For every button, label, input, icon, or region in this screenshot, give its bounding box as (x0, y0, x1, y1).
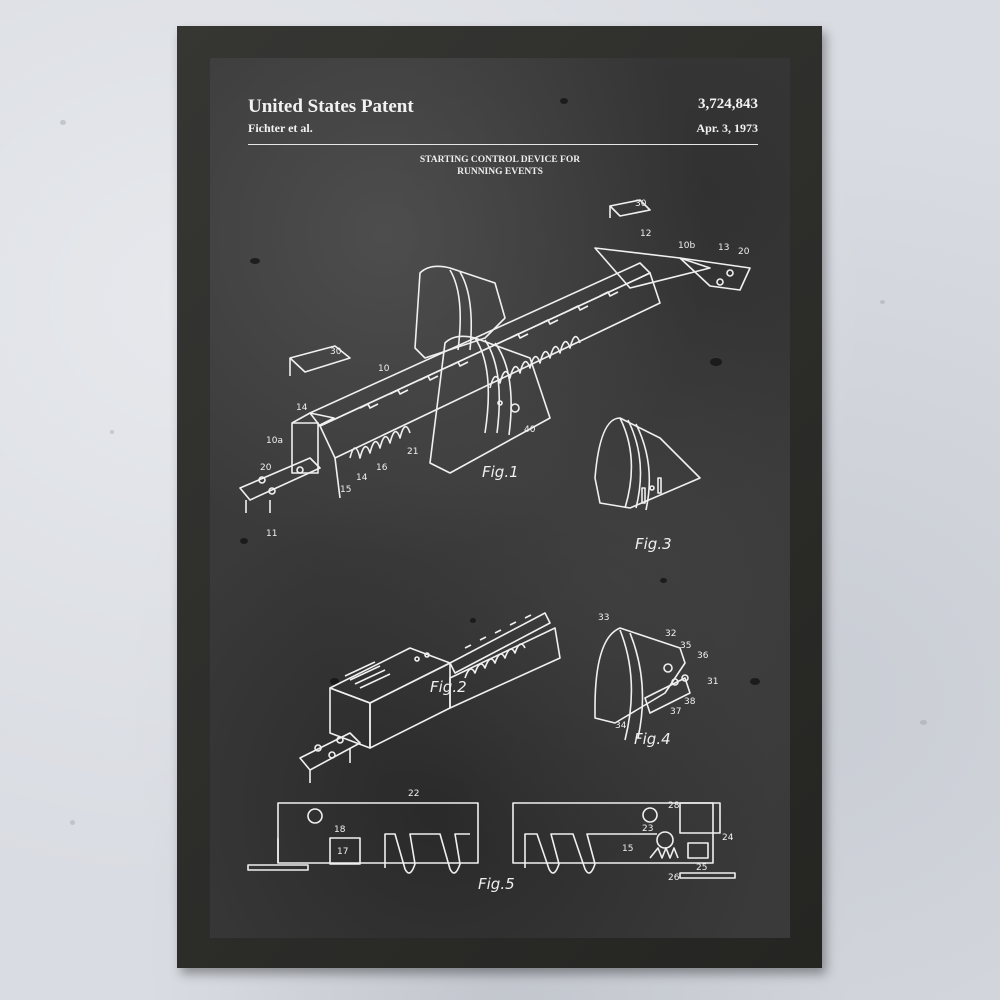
ref-16: 16 (376, 463, 388, 473)
patent-inventor: Fichter et al. (248, 121, 313, 135)
ref-20-front: 20 (260, 463, 272, 473)
texture-pit (750, 678, 760, 685)
ref-28: 28 (668, 801, 680, 811)
ref-15-fig5: 15 (622, 844, 633, 854)
fig1-label: Fig.1 (482, 463, 519, 481)
texture-pit (470, 618, 476, 623)
ref-34: 34 (615, 721, 627, 731)
ref-33: 33 (598, 613, 609, 623)
fig5-drawing (247, 802, 736, 879)
texture-pit (710, 358, 722, 366)
fig3-label: Fig.3 (635, 535, 672, 553)
texture-pit (560, 98, 568, 104)
ref-12: 12 (640, 229, 651, 239)
ref-40: 40 (524, 425, 536, 435)
ref-18: 18 (334, 825, 346, 835)
wall-speck (920, 720, 927, 725)
ref-13: 13 (718, 243, 729, 253)
patent-subtitle: STARTING CONTROL DEVICE FOR RUNNING EVEN… (210, 154, 790, 178)
patent-header-title: United States Patent (248, 96, 414, 117)
fig2-drawing (299, 612, 561, 783)
ref-35: 35 (680, 641, 691, 651)
ref-24: 24 (722, 833, 734, 843)
ref-30-front: 30 (330, 347, 342, 357)
ref-21: 21 (407, 447, 418, 457)
ref-31: 31 (707, 677, 718, 687)
subtitle-line-2: RUNNING EVENTS (457, 167, 543, 177)
ref-22: 22 (408, 789, 419, 799)
texture-pit (660, 578, 667, 583)
fig2-label: Fig.2 (430, 678, 467, 696)
ref-15: 15 (340, 485, 351, 495)
ref-10b: 10b (678, 241, 695, 251)
texture-pit (330, 678, 339, 685)
ref-36: 36 (697, 651, 709, 661)
patent-number: 3,724,843 (698, 96, 758, 112)
fig3-drawing (594, 417, 701, 511)
ref-11: 11 (266, 529, 277, 539)
wall-speck (110, 430, 114, 434)
wall-speck (880, 300, 885, 304)
ref-17: 17 (337, 847, 348, 857)
fig1-drawing (239, 199, 751, 513)
ref-25: 25 (696, 863, 707, 873)
wall-speck (70, 820, 75, 825)
ref-32: 32 (665, 629, 676, 639)
ref-26: 26 (668, 873, 680, 883)
ref-38: 38 (684, 697, 696, 707)
texture-pit (240, 538, 248, 544)
ref-30-rear: 30 (635, 199, 647, 209)
ref-14-top: 14 (296, 403, 308, 413)
ref-37: 37 (670, 707, 681, 717)
ref-10: 10 (378, 364, 390, 374)
ref-10a: 10a (266, 436, 283, 446)
subtitle-line-1: STARTING CONTROL DEVICE FOR (419, 155, 581, 165)
fig5-label: Fig.5 (478, 875, 515, 893)
fig4-drawing (594, 627, 691, 741)
texture-pit (250, 258, 260, 264)
wall-speck (60, 120, 66, 125)
ref-20-rear: 20 (738, 247, 750, 257)
patent-date: Apr. 3, 1973 (696, 121, 758, 135)
patent-print: United States Patent 3,724,843 Fichter e… (210, 58, 790, 938)
patent-drawings: 30 12 10b 13 20 30 10 14 10a 20 14 16 21… (239, 199, 751, 883)
ref-23: 23 (642, 824, 653, 834)
fig4-label: Fig.4 (634, 730, 671, 748)
ref-14-bottom: 14 (356, 473, 368, 483)
header-divider (248, 144, 758, 145)
